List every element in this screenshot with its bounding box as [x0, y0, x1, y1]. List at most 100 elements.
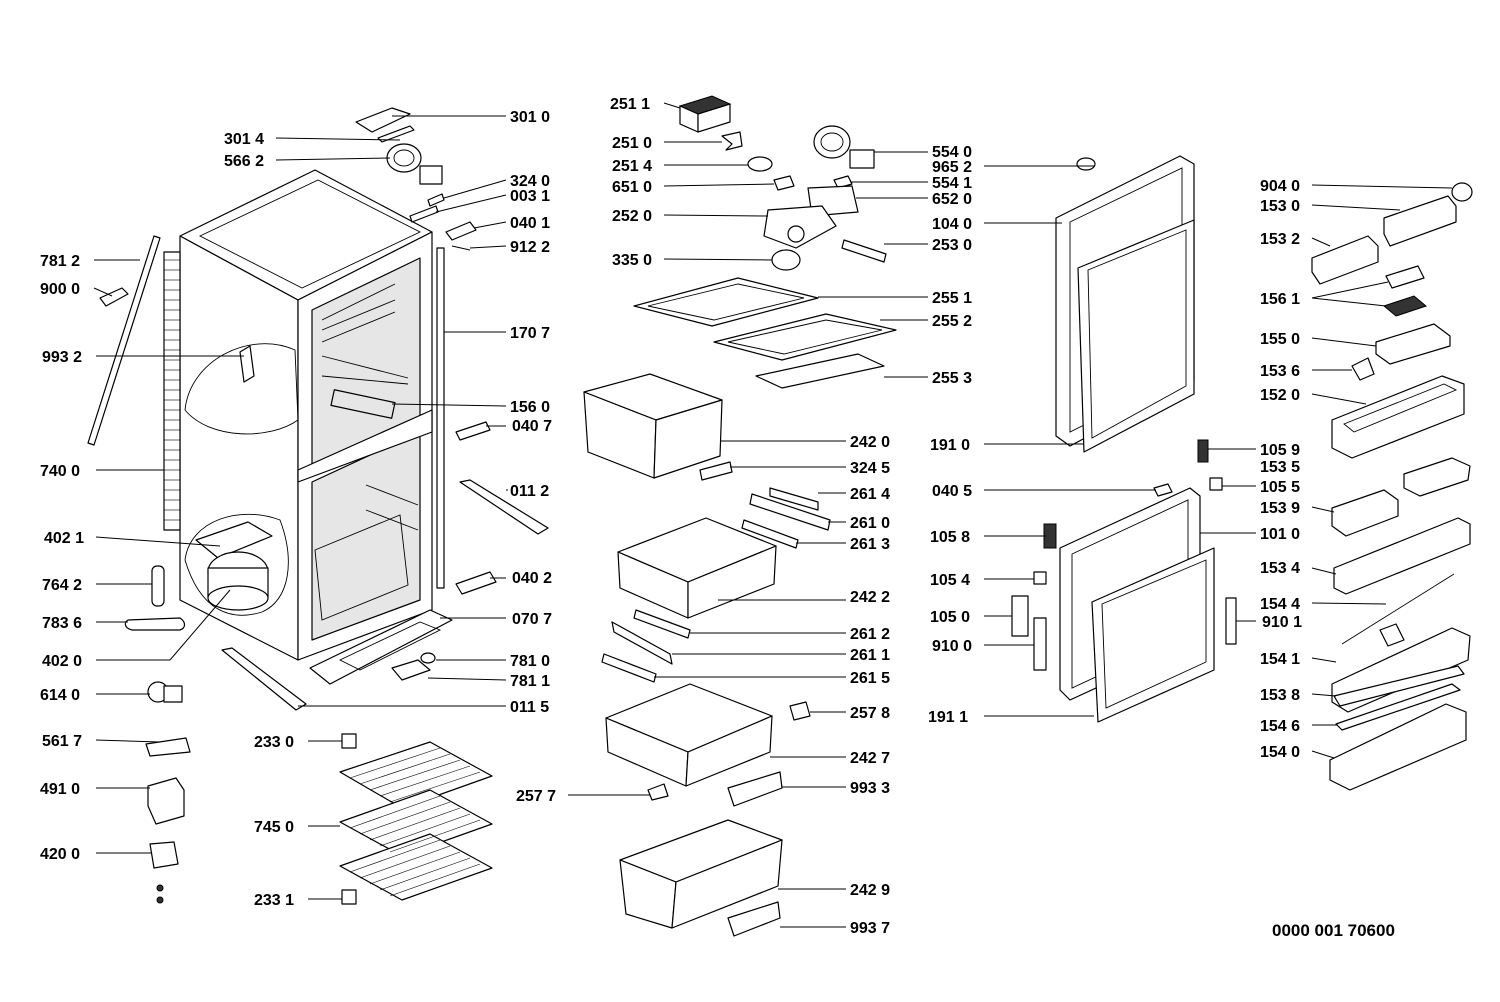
label-153-8: 153 8 — [1260, 687, 1300, 704]
part-labels: 301 0 301 4 566 2 324 0 003 1 040 1 912 … — [40, 96, 1395, 940]
label-003-1: 003 1 — [510, 188, 550, 205]
part-233-1 — [341, 889, 357, 905]
label-652-0: 652 0 — [932, 191, 972, 208]
part-257-7 — [647, 783, 669, 801]
label-402-1: 402 1 — [44, 530, 84, 547]
label-252-0: 252 0 — [612, 208, 652, 225]
door-shelf-154-0 — [1329, 703, 1467, 791]
label-257-8: 257 8 — [850, 705, 890, 722]
label-910-1: 910 1 — [1262, 614, 1302, 631]
part-993-2 — [239, 345, 255, 383]
drain-tube — [87, 235, 161, 446]
label-070-7: 070 7 — [512, 611, 552, 628]
part-491-0 — [147, 777, 185, 825]
cabinet-side-strip — [436, 247, 445, 589]
label-255-1: 255 1 — [932, 290, 972, 307]
condenser-coil — [163, 251, 181, 531]
label-101-0: 101 0 — [1260, 526, 1300, 543]
part-904-0 — [1451, 182, 1473, 202]
part-251-4 — [747, 156, 773, 172]
part-993-7 — [727, 901, 781, 937]
part-155-0 — [1375, 323, 1451, 365]
part-153-9 — [1331, 489, 1399, 537]
part-255-2 — [713, 313, 897, 361]
part-261-5 — [601, 653, 657, 683]
crisper-242-0 — [583, 373, 723, 479]
part-105-5 — [1209, 477, 1223, 491]
label-261-3: 261 3 — [850, 536, 890, 553]
part-420-0-nut-a — [156, 884, 164, 892]
part-040-2 — [455, 571, 497, 595]
part-301-0 — [355, 107, 411, 133]
part-105-9 — [1197, 439, 1209, 463]
thermostat-box — [678, 95, 732, 133]
part-105-4 — [1033, 571, 1047, 585]
part-324-0 — [427, 193, 445, 207]
label-651-0: 651 0 — [612, 179, 652, 196]
part-965-2 — [1076, 157, 1096, 171]
label-105-5: 105 5 — [1260, 479, 1300, 496]
label-335-0: 335 0 — [612, 252, 652, 269]
label-153-4: 153 4 — [1260, 560, 1300, 577]
compressor — [195, 521, 273, 611]
door-shelf-152-0 — [1331, 375, 1465, 459]
part-156-1-top — [1385, 265, 1425, 289]
part-651-0 — [773, 175, 795, 191]
label-156-0: 156 0 — [510, 399, 550, 416]
label-155-0: 155 0 — [1260, 331, 1300, 348]
part-566-2-box — [419, 165, 443, 185]
label-242-2: 242 2 — [850, 589, 890, 606]
label-255-3: 255 3 — [932, 370, 972, 387]
label-554-1: 554 1 — [932, 175, 972, 192]
label-191-1: 191 1 — [928, 709, 968, 726]
label-105-4: 105 4 — [930, 572, 970, 589]
label-011-2: 011 2 — [510, 483, 549, 500]
part-781-0 — [420, 652, 436, 664]
label-910-0: 910 0 — [932, 638, 972, 655]
part-233-0 — [341, 733, 357, 749]
leader-lines — [93, 102, 1453, 928]
label-261-4: 261 4 — [850, 486, 890, 503]
label-301-4: 301 4 — [224, 131, 264, 148]
label-253-0: 253 0 — [932, 237, 972, 254]
part-011-5 — [221, 647, 307, 711]
part-301-4 — [377, 125, 415, 143]
part-554-1 — [833, 175, 853, 189]
part-324-5 — [699, 461, 733, 481]
label-251-1: 251 1 — [610, 96, 650, 113]
label-011-5: 011 5 — [510, 699, 549, 716]
part-154-4 — [1341, 573, 1455, 645]
part-255-1 — [633, 277, 819, 327]
catalog-number: 0000 001 70600 — [1272, 921, 1395, 940]
label-324-0: 324 0 — [510, 173, 550, 190]
label-781-1: 781 1 — [510, 673, 550, 690]
part-154-4-clip — [1379, 623, 1405, 647]
label-154-6: 154 6 — [1260, 718, 1300, 735]
part-420-0-nut-b — [156, 896, 164, 904]
label-261-1: 261 1 — [850, 647, 890, 664]
part-156-1 — [1382, 295, 1428, 317]
drawer-242-2 — [617, 517, 777, 619]
cabinet-body — [179, 169, 453, 685]
part-154-6 — [1335, 683, 1461, 731]
label-764-2: 764 2 — [42, 577, 82, 594]
part-261-0 — [749, 493, 831, 531]
label-153-9: 153 9 — [1260, 500, 1300, 517]
part-261-3 — [741, 519, 799, 549]
label-993-2: 993 2 — [42, 349, 82, 366]
label-402-0: 402 0 — [42, 653, 82, 670]
label-783-6: 783 6 — [42, 615, 82, 632]
label-040-7: 040 7 — [512, 418, 552, 435]
label-156-1: 156 1 — [1260, 291, 1300, 308]
label-153-6: 153 6 — [1260, 363, 1300, 380]
part-003-1 — [409, 205, 439, 223]
label-153-5: 153 5 — [1260, 459, 1300, 476]
label-420-0: 420 0 — [40, 846, 80, 863]
part-261-1 — [611, 621, 673, 665]
label-251-4: 251 4 — [612, 158, 652, 175]
part-554-0-box — [849, 149, 875, 169]
part-153-0 — [1383, 195, 1457, 247]
label-261-2: 261 2 — [850, 626, 890, 643]
label-233-1: 233 1 — [254, 892, 294, 909]
